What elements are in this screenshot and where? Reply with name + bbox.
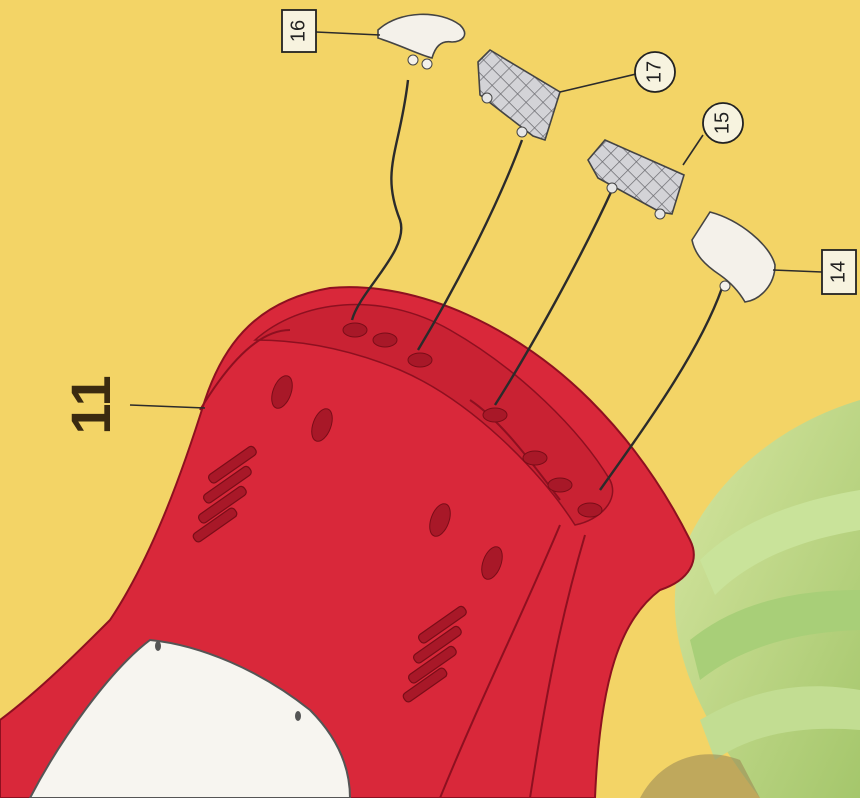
- callout-16: 16: [282, 10, 316, 52]
- callout-15-label: 15: [711, 112, 733, 134]
- callout-14: 14: [822, 250, 856, 294]
- callout-11: 11: [59, 375, 122, 434]
- callout-16-label: 16: [287, 20, 309, 42]
- callout-15: 15: [703, 103, 743, 143]
- callout-14-label: 14: [827, 261, 849, 283]
- callout-17: 17: [635, 52, 675, 92]
- callout-11-label: 11: [59, 375, 122, 434]
- callout-17-label: 17: [643, 61, 665, 83]
